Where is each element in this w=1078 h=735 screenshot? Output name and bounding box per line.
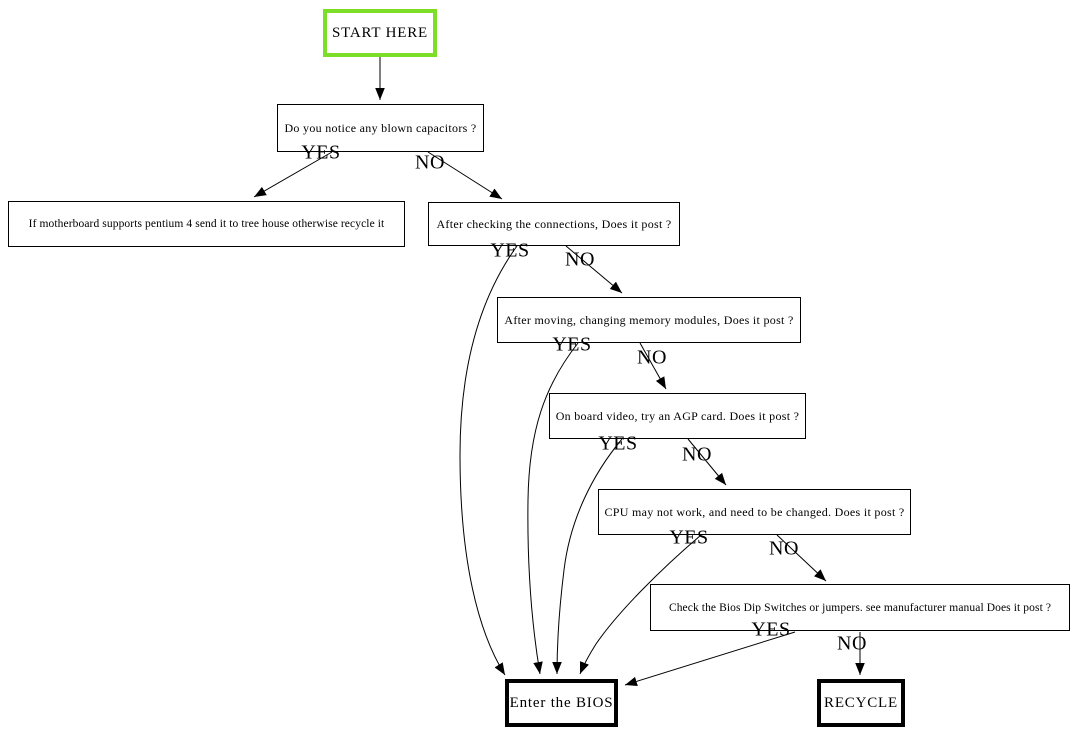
edge-cpu-no-dip bbox=[776, 534, 827, 582]
node-start-label: START HERE bbox=[331, 24, 429, 41]
node-recycle: RECYCLE bbox=[817, 679, 905, 727]
edge-memory-yes-enterbios bbox=[527, 342, 579, 675]
node-blown-capacitors-question: Do you notice any blown capacitors ? bbox=[277, 104, 484, 152]
edge-video-yes-enterbios bbox=[552, 438, 623, 675]
node-memory-modules-label: After moving, changing memory modules, D… bbox=[504, 312, 794, 327]
edge-dip-yes-enterbios bbox=[624, 631, 796, 687]
edge-connections-yes-enterbios bbox=[459, 245, 518, 676]
node-motherboard-pentium4-label: If motherboard supports pentium 4 send i… bbox=[28, 218, 385, 230]
node-onboard-video-label: On board video, try an AGP card. Does it… bbox=[555, 408, 800, 423]
node-cpu-change-question: CPU may not work, and need to be changed… bbox=[598, 489, 911, 535]
node-bios-dip-switches-question: Check the Bios Dip Switches or jumpers. … bbox=[650, 584, 1070, 631]
node-start: START HERE bbox=[323, 9, 437, 57]
edge-connections-no-memory bbox=[565, 245, 623, 294]
edge-capacitors-yes-motherboard bbox=[253, 151, 333, 198]
edge-capacitors-no-connections bbox=[427, 151, 503, 200]
edge-memory-no-video bbox=[639, 342, 667, 390]
node-enter-bios-label: Enter the BIOS bbox=[509, 694, 614, 711]
edge-video-no-cpu bbox=[687, 438, 727, 486]
node-motherboard-pentium4-action: If motherboard supports pentium 4 send i… bbox=[8, 201, 405, 247]
node-recycle-label: RECYCLE bbox=[824, 694, 898, 711]
node-check-connections-label: After checking the connections, Does it … bbox=[436, 216, 672, 231]
edge-cpu-yes-enterbios bbox=[579, 534, 702, 675]
node-cpu-change-label: CPU may not work, and need to be changed… bbox=[604, 504, 905, 519]
node-blown-capacitors-label: Do you notice any blown capacitors ? bbox=[284, 120, 477, 135]
node-bios-dip-switches-label: Check the Bios Dip Switches or jumpers. … bbox=[668, 601, 1052, 614]
node-check-connections-question: After checking the connections, Does it … bbox=[428, 202, 680, 246]
node-enter-bios: Enter the BIOS bbox=[505, 679, 618, 727]
node-memory-modules-question: After moving, changing memory modules, D… bbox=[497, 297, 801, 343]
node-onboard-video-question: On board video, try an AGP card. Does it… bbox=[549, 393, 806, 439]
